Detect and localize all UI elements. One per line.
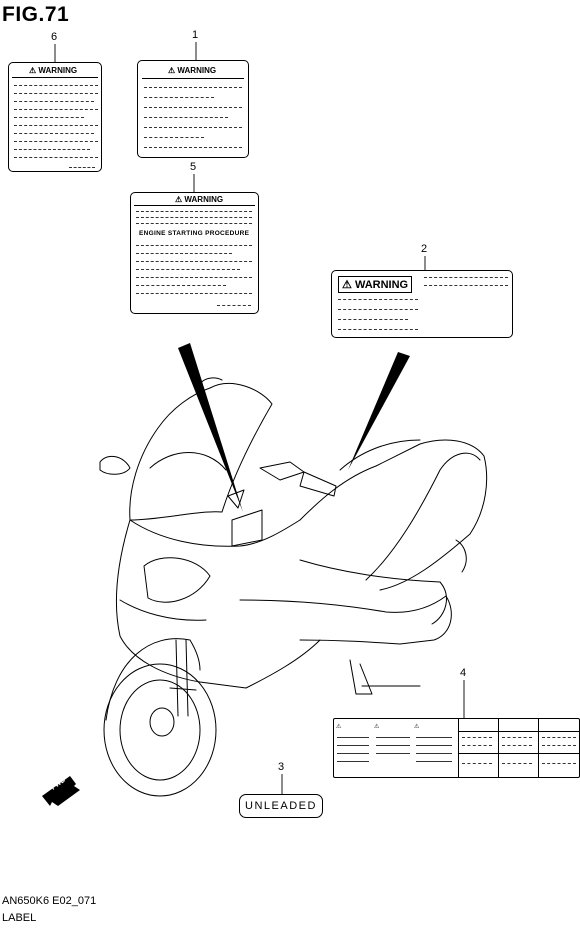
warning-triangle-icon: ⚠ (29, 66, 37, 75)
scooter-outline (99, 377, 488, 797)
callout-6: 6 (51, 31, 58, 43)
engine-starting-heading: ENGINE STARTING PROCEDURE (139, 230, 250, 237)
label-3-unleaded: UNLEADED (239, 794, 323, 818)
warning-triangle-icon: ⚠ (168, 66, 176, 75)
figure-title: FIG.71 (2, 3, 70, 26)
callout-2: 2 (421, 243, 428, 255)
label-4-left-panel: ⚠ ⚠ ⚠ (334, 719, 459, 777)
pointer-wedge-left (178, 343, 243, 512)
pointer-wedge-right (348, 352, 410, 470)
callout-4: 4 (460, 667, 467, 679)
divider (12, 77, 98, 78)
warning-triangle-icon: ⚠ (414, 724, 420, 730)
warning-triangle-icon: ⚠ (374, 724, 380, 730)
label-2-warning: ⚠ WARNING (331, 270, 513, 338)
label-6-heading: WARNING (38, 66, 78, 75)
warning-triangle-icon: ⚠ (336, 724, 342, 730)
callout-3: 3 (278, 761, 285, 773)
label-4-info-panel: ⚠ ⚠ ⚠ (333, 718, 580, 778)
diagram-title: LABEL (2, 912, 37, 924)
label-1-warning: ⚠ WARNING (137, 60, 249, 158)
label-6-warning: ⚠ WARNING (8, 62, 102, 172)
fwd-arrow-icon (42, 776, 80, 806)
warning-triangle-icon: ⚠ (175, 195, 183, 204)
warning-triangle-icon: ⚠ (342, 279, 352, 291)
label-2-heading: WARNING (354, 279, 409, 291)
divider (142, 78, 244, 79)
leader-lines (54, 42, 465, 794)
label-4-right-panel (458, 719, 579, 777)
callout-5: 5 (190, 161, 197, 173)
label-1-heading: WARNING (177, 66, 217, 75)
diagram-code: AN650K6 E02_071 (2, 895, 97, 907)
label-5-warning: ⚠ WARNING ENGINE STARTING PROCEDURE (130, 192, 259, 314)
divider (134, 205, 255, 206)
callout-1: 1 (192, 29, 199, 41)
label-5-heading: WARNING (184, 195, 224, 204)
